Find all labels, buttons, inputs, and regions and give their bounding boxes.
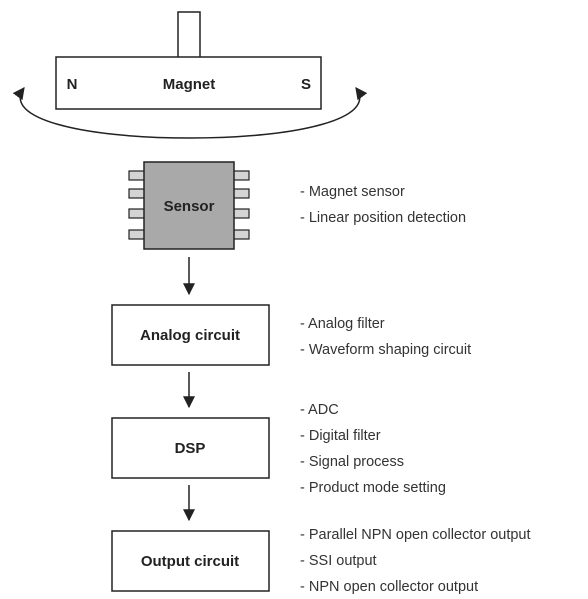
analog-circuit-label: Analog circuit [140, 327, 240, 344]
output-note-2: - SSI output [300, 553, 377, 569]
sensor-note-1: - Magnet sensor [300, 184, 405, 200]
dsp-note-4: - Product mode setting [300, 480, 446, 496]
analog-note-1: - Analog filter [300, 316, 385, 332]
sensor-note-2: - Linear position detection [300, 210, 466, 226]
output-circuit-box [111, 530, 270, 592]
dsp-label: DSP [175, 440, 206, 457]
dsp-note-1: - ADC [300, 402, 339, 418]
rotation-arrow [12, 87, 368, 139]
sensor-pins-left [128, 170, 146, 240]
sensor-chip [143, 161, 235, 250]
sensor-pins-right [232, 170, 250, 240]
magnet-north-label: N [67, 76, 78, 93]
dsp-note-2: - Digital filter [300, 428, 381, 444]
magnet-shaft [177, 11, 201, 59]
dsp-box [111, 417, 270, 479]
magnet-label: Magnet [163, 76, 216, 93]
magnet-body [55, 56, 322, 110]
output-note-3: - NPN open collector output [300, 579, 478, 595]
dsp-note-3: - Signal process [300, 454, 404, 470]
output-circuit-label: Output circuit [141, 553, 239, 570]
magnet-south-label: S [301, 76, 311, 93]
output-note-1: - Parallel NPN open collector output [300, 527, 531, 543]
sensor-label: Sensor [164, 198, 215, 215]
analog-note-2: - Waveform shaping circuit [300, 342, 471, 358]
analog-circuit-box [111, 304, 270, 366]
